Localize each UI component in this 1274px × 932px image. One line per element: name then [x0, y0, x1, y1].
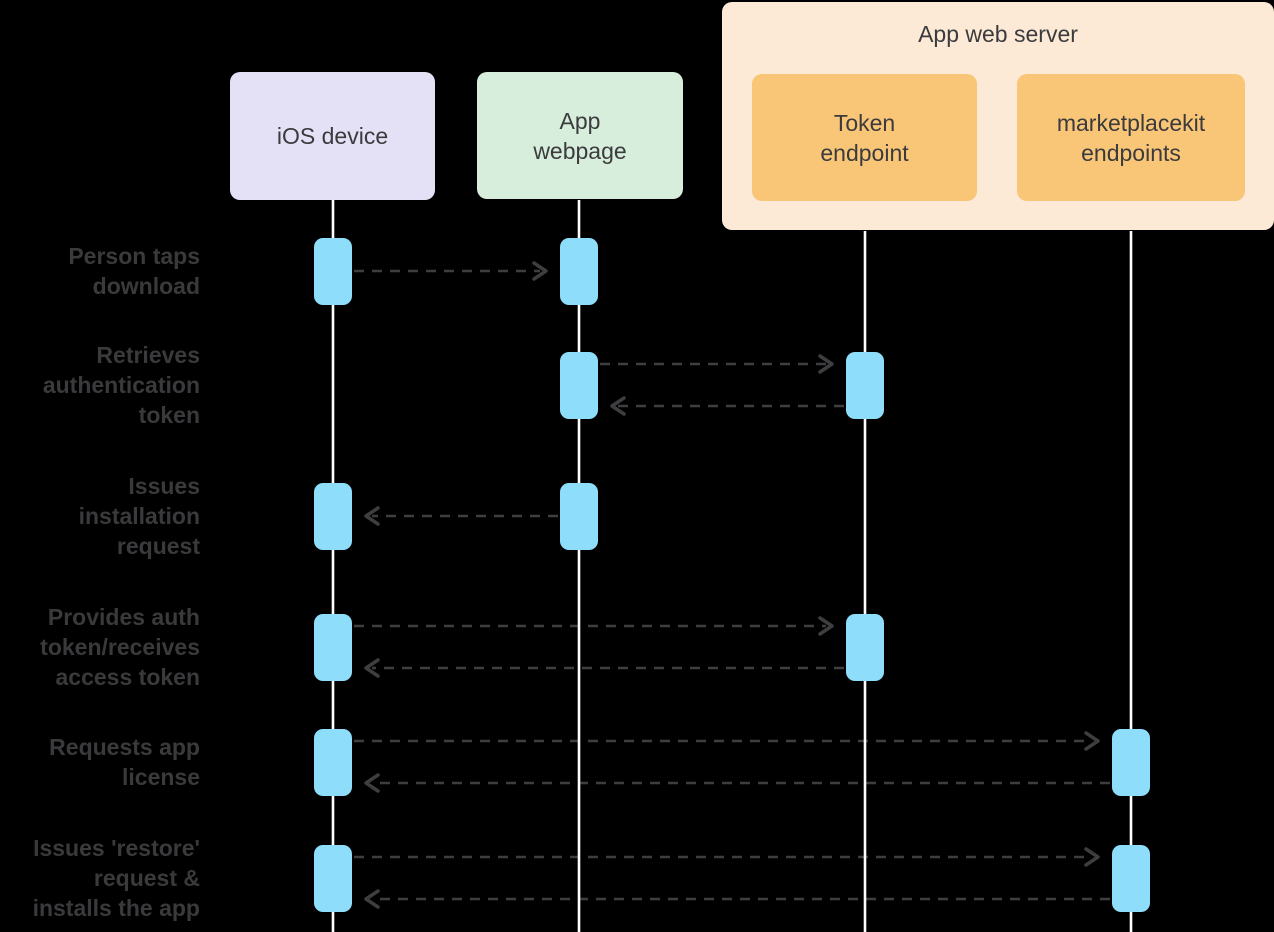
- message-arrowhead-ios-to-token: [818, 616, 834, 636]
- message-arrowhead-mkt-to-ios: [364, 889, 380, 909]
- activation-token: [846, 352, 884, 419]
- app-web-server-title: App web server: [918, 21, 1078, 47]
- activation-token: [846, 614, 884, 681]
- step-label-issues-installation-request: Issues installation request: [78, 473, 200, 559]
- activation-ios: [314, 483, 352, 550]
- actor-box-token-endpoint: Token endpoint: [752, 74, 977, 201]
- activation-mkt: [1112, 845, 1150, 912]
- message-arrowhead-ios-to-web: [532, 261, 548, 281]
- step-label-provides-auth-token: Provides auth token/receives access toke…: [40, 604, 200, 690]
- step-label-retrieves-authentication-token: Retrieves authentication token: [42, 342, 200, 428]
- activation-mkt: [1112, 729, 1150, 796]
- actor-box-ios-device: iOS device: [230, 72, 435, 200]
- activation-ios: [314, 845, 352, 912]
- messages-layer: [354, 261, 1110, 909]
- activation-web: [560, 352, 598, 419]
- message-arrowhead-mkt-to-ios: [364, 773, 380, 793]
- message-arrowhead-web-to-token: [818, 354, 834, 374]
- activations-layer: [314, 238, 1150, 912]
- step-label-person-taps-download: Person taps download: [68, 243, 200, 299]
- activation-web: [560, 483, 598, 550]
- message-arrowhead-token-to-ios: [364, 658, 380, 678]
- activation-web: [560, 238, 598, 305]
- lifelines-layer: [331, 200, 1133, 932]
- actor-box-marketplacekit-endpoints: marketplacekit endpoints: [1017, 74, 1245, 201]
- step-label-issues-restore-request: Issues 'restore' request & installs the …: [32, 835, 200, 921]
- app-web-server-group: App web server Token endpoint marketplac…: [722, 2, 1274, 230]
- step-label-requests-app-license: Requests app license: [49, 734, 200, 790]
- actor-label-token-endpoint: Token endpoint: [820, 109, 909, 166]
- actor-label-app-webpage: App webpage: [533, 107, 627, 164]
- actor-label-marketplacekit-endpoints: marketplacekit endpoints: [1056, 109, 1206, 166]
- actor-box-app-webpage: App webpage: [477, 72, 683, 199]
- activation-ios: [314, 729, 352, 796]
- activation-ios: [314, 238, 352, 305]
- activation-ios: [314, 614, 352, 681]
- actor-label-ios-device: iOS device: [276, 123, 389, 149]
- message-arrowhead-token-to-web: [610, 396, 626, 416]
- message-arrowhead-web-to-ios: [364, 506, 380, 526]
- message-arrowhead-ios-to-mkt: [1084, 731, 1100, 751]
- message-arrowhead-ios-to-mkt: [1084, 847, 1100, 867]
